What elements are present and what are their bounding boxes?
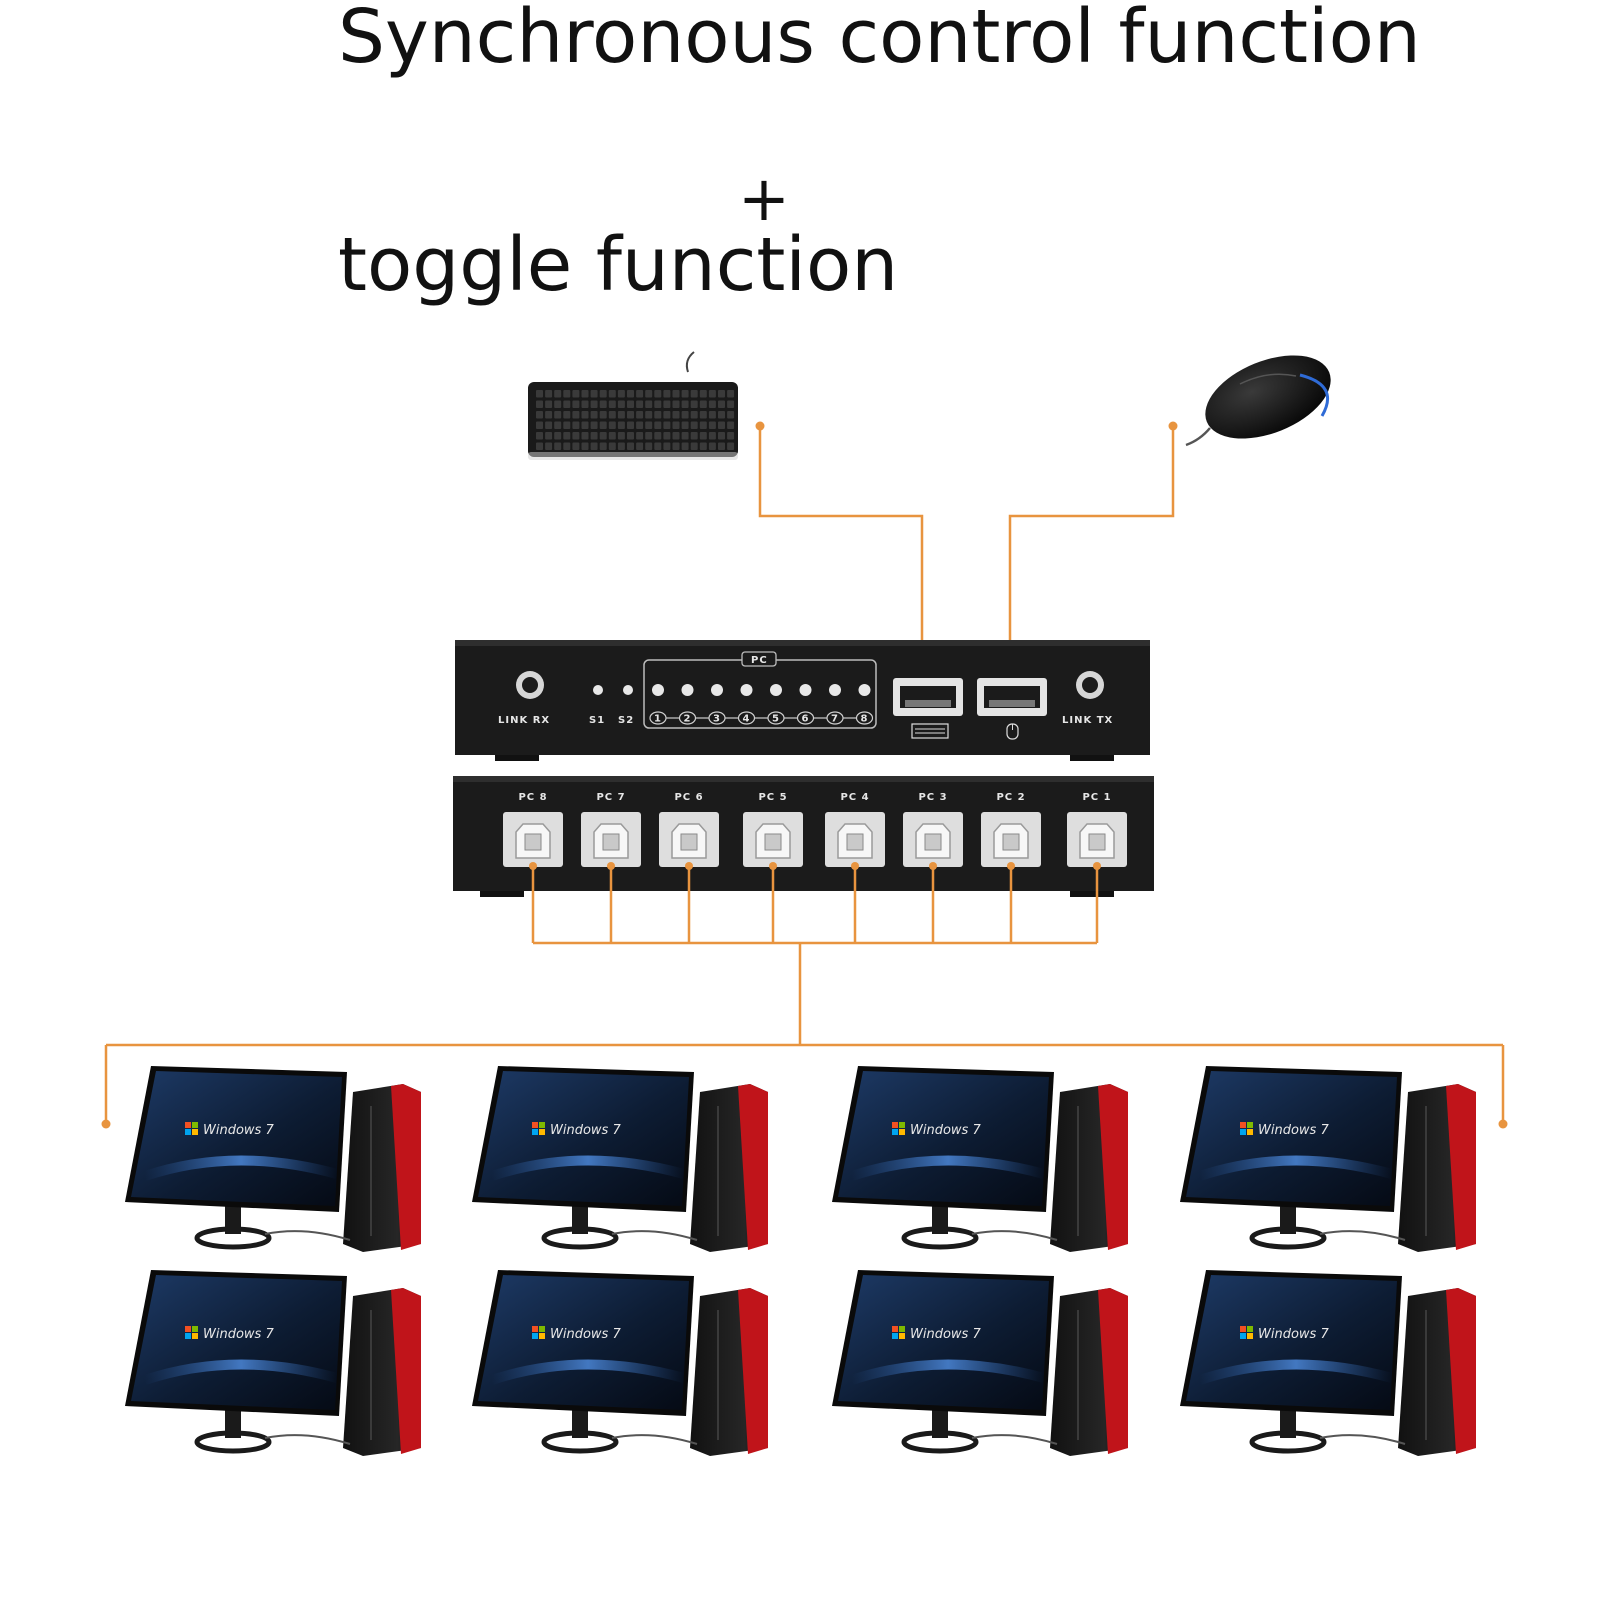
- pc-led-6: 6: [796, 684, 827, 725]
- screen-os-text: Windows 7: [910, 1123, 981, 1138]
- title-plus: +: [738, 162, 790, 235]
- computer-grid: Windows 7 Windows 7 Windows 7 Windows 7 Wind…: [125, 1066, 1476, 1456]
- pc-led-number: 5: [772, 714, 780, 725]
- windows-logo-icon: [532, 1122, 545, 1135]
- link-tx-jack[interactable]: [1076, 671, 1104, 699]
- keyboard-port-icon: [911, 723, 949, 739]
- pc-led-1: 1: [649, 684, 680, 725]
- windows-logo-icon: [892, 1122, 905, 1135]
- s2-label: S2: [618, 715, 634, 726]
- screen-os-text: Windows 7: [203, 1123, 274, 1138]
- pc-led-number: 1: [654, 714, 662, 725]
- computer-7: Windows 7: [832, 1270, 1128, 1456]
- windows-logo-icon: [1240, 1122, 1253, 1135]
- port-label: PC 6: [674, 792, 703, 803]
- pc-led-2: 2: [678, 684, 709, 725]
- pc-led-number: 4: [743, 714, 751, 725]
- pc-led-8: 8: [855, 684, 874, 725]
- pc-led-number: 2: [684, 714, 692, 725]
- keyboard-icon: [528, 351, 738, 460]
- mouse-icon: [1185, 355, 1331, 447]
- port-label: PC 3: [918, 792, 947, 803]
- computer-8: Windows 7: [1180, 1270, 1476, 1456]
- port-label: PC 1: [1082, 792, 1111, 803]
- usb-b-port-pc1[interactable]: PC 1: [1067, 792, 1127, 867]
- computer-4: Windows 7: [1180, 1066, 1476, 1252]
- mouse-port-icon: [1006, 723, 1019, 740]
- windows-logo-icon: [532, 1326, 545, 1339]
- kvm-back-panel: PC 8 PC 7 PC 6 PC 5 PC 4 PC 3 PC 2 PC 1: [453, 776, 1154, 897]
- screen-os-text: Windows 7: [1258, 1327, 1329, 1342]
- pc-led-number: 3: [713, 714, 721, 725]
- pc-led-number: 8: [861, 714, 869, 725]
- s1-label: S1: [589, 715, 605, 726]
- computer-1: Windows 7: [125, 1066, 421, 1252]
- pc-led-number: 7: [831, 714, 839, 725]
- s1-led: [593, 685, 603, 695]
- screen-os-text: Windows 7: [550, 1327, 621, 1342]
- computer-3: Windows 7: [832, 1066, 1128, 1252]
- screen-os-text: Windows 7: [910, 1327, 981, 1342]
- usb-b-port-pc6[interactable]: PC 6: [659, 792, 719, 867]
- pc-group-label: PC: [751, 655, 768, 666]
- usb-b-port-pc7[interactable]: PC 7: [581, 792, 641, 867]
- windows-logo-icon: [185, 1326, 198, 1339]
- kvm-front-panel: LINK RX S1 S2 PC 1 2 3 4 5 6 7 8: [455, 640, 1150, 761]
- usb-b-port-pc3[interactable]: PC 3: [903, 792, 963, 867]
- pc-led-4: 4: [737, 684, 768, 725]
- windows-logo-icon: [185, 1122, 198, 1135]
- link-tx-label: LINK TX: [1062, 715, 1113, 726]
- port-label: PC 4: [840, 792, 869, 803]
- port-label: PC 7: [596, 792, 625, 803]
- port-label: PC 8: [518, 792, 547, 803]
- usb-b-port-pc4[interactable]: PC 4: [825, 792, 885, 867]
- link-rx-label: LINK RX: [498, 715, 550, 726]
- pc-led-3: 3: [708, 684, 739, 725]
- pc-led-5: 5: [767, 684, 798, 725]
- s2-led: [623, 685, 633, 695]
- computer-5: Windows 7: [125, 1270, 421, 1456]
- title-line-1: Synchronous control function: [338, 0, 1421, 80]
- port-label: PC 5: [758, 792, 787, 803]
- port-label: PC 2: [996, 792, 1025, 803]
- windows-logo-icon: [892, 1326, 905, 1339]
- computer-6: Windows 7: [472, 1270, 768, 1456]
- screen-os-text: Windows 7: [550, 1123, 621, 1138]
- screen-os-text: Windows 7: [1258, 1123, 1329, 1138]
- screen-os-text: Windows 7: [203, 1327, 274, 1342]
- pc-bus-wires: [101, 862, 1508, 1129]
- usb-b-port-pc5[interactable]: PC 5: [743, 792, 803, 867]
- mouse-usb-port[interactable]: [977, 678, 1047, 716]
- usb-b-port-pc8[interactable]: PC 8: [503, 792, 563, 867]
- peripheral-wires: [755, 421, 1178, 676]
- link-rx-jack[interactable]: [516, 671, 544, 699]
- windows-logo-icon: [1240, 1326, 1253, 1339]
- keyboard-usb-port[interactable]: [893, 678, 963, 716]
- usb-b-port-pc2[interactable]: PC 2: [981, 792, 1041, 867]
- pc-led-number: 6: [802, 714, 810, 725]
- title-line-2: toggle function: [338, 222, 899, 308]
- computer-2: Windows 7: [472, 1066, 768, 1252]
- pc-led-7: 7: [826, 684, 857, 725]
